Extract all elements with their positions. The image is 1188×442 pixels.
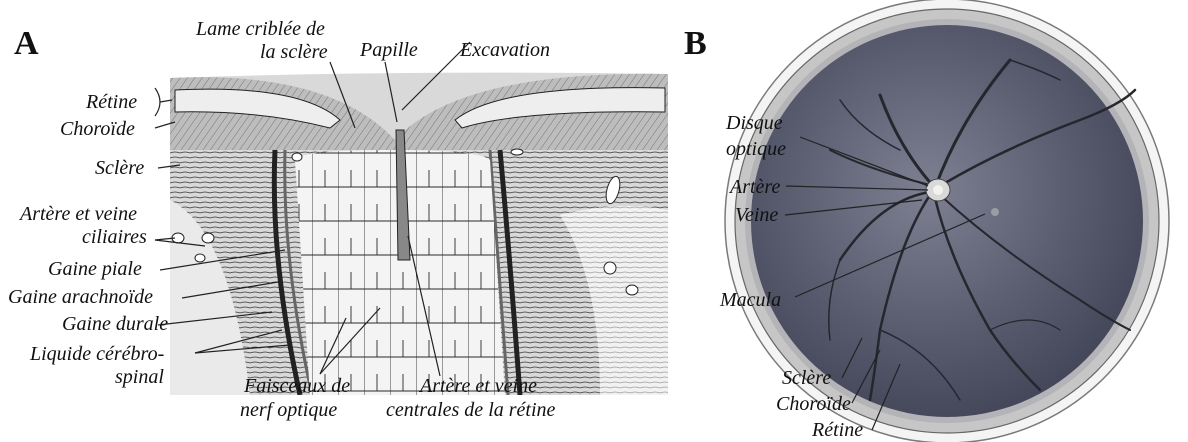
label-lame-criblee: Lame criblée de [195, 18, 325, 40]
label-disque-optique: Disque [725, 112, 783, 134]
label-excavation: Excavation [459, 39, 550, 61]
label-disque-optique-2: optique [726, 138, 786, 160]
label-retine-b: Rétine [811, 419, 863, 441]
panel-a-letter: A [14, 25, 39, 62]
panel-b-letter: B [684, 25, 707, 62]
label-retine: Rétine [85, 91, 137, 113]
label-faisceaux-2: nerf optique [240, 399, 337, 421]
label-lame-criblee-2: la sclère [260, 41, 328, 63]
optic-nerve-illustration [170, 73, 668, 395]
label-liquide-cerebro-spinal: Liquide cérébro- [29, 343, 164, 365]
label-veine: Veine [735, 204, 778, 226]
label-sclere: Sclère [95, 157, 144, 179]
label-gaine-durale: Gaine durale [62, 313, 168, 335]
label-sclere-b: Sclère [782, 367, 831, 389]
label-gaine-piale: Gaine piale [48, 258, 142, 280]
label-liquide-cerebro-spinal-2: spinal [115, 366, 164, 388]
label-macula: Macula [719, 289, 781, 311]
label-artere-centrale: Artère et veine [418, 375, 537, 397]
label-artere: Artère [728, 176, 780, 198]
label-faisceaux: Faisceaux de [243, 375, 350, 397]
label-choroide-b: Choroïde [776, 393, 851, 415]
label-gaine-arachnoide: Gaine arachnoïde [8, 286, 153, 308]
label-choroide: Choroïde [60, 118, 135, 140]
label-artere-veine-ciliaires-2: ciliaires [82, 226, 147, 248]
label-artere-centrale-2: centrales de la rétine [386, 399, 556, 421]
label-artere-veine-ciliaires: Artère et veine [18, 203, 137, 225]
label-papille: Papille [359, 39, 418, 61]
